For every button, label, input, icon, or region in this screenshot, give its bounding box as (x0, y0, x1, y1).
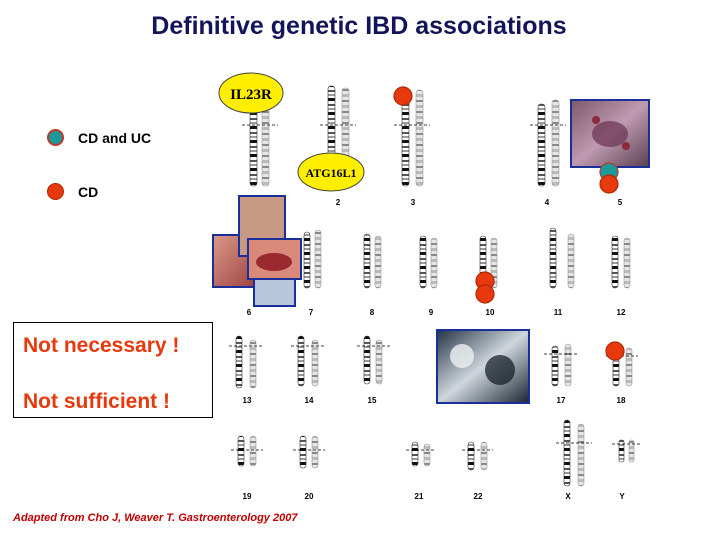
chromosome-3 (394, 89, 430, 187)
chromosome-22 (462, 441, 493, 471)
not-sufficient-text: Not sufficient ! (23, 390, 170, 413)
chromosome-4 (530, 99, 566, 187)
chromosome-label-13: 13 (243, 396, 252, 405)
chromosome-label-21: 21 (415, 492, 424, 501)
chromosome-1 (242, 87, 278, 187)
chromosome-7 (303, 229, 322, 289)
chromosome-label-3: 3 (411, 198, 416, 207)
skin-lesion-photo-stack (212, 195, 302, 307)
endoscopy-photo (436, 329, 530, 404)
atg16l1-label: ATG16L1 (305, 166, 356, 180)
chromosome-label-8: 8 (370, 308, 375, 317)
chromosome-label-5: 5 (618, 198, 623, 207)
chromosome-label-7: 7 (309, 308, 314, 317)
chromosome-label-11: 11 (554, 308, 563, 317)
slide-title: Definitive genetic IBD associations (151, 12, 567, 40)
statement-box: Not necessary ! Not sufficient ! (13, 322, 213, 418)
cd-legend-marker (47, 183, 64, 200)
chromosome-label-15: 15 (368, 396, 377, 405)
chromosome-label-17: 17 (557, 396, 566, 405)
chromosome-18-cd-marker (605, 341, 625, 361)
chromosome-label-14: 14 (305, 396, 314, 405)
chromosome-label-9: 9 (429, 308, 434, 317)
chromosome-10-cd-marker-lower (475, 284, 495, 304)
perianal-photo (570, 99, 650, 168)
chromosome-label-y: Y (619, 492, 625, 501)
chromosome-label-4: 4 (545, 198, 550, 207)
chromosome-13 (229, 335, 264, 389)
chromosome-17 (544, 343, 578, 387)
chromosome-12 (611, 235, 631, 289)
chromosome-x (556, 419, 592, 487)
cd-legend-label: CD (78, 184, 99, 200)
chromosome-label-22: 22 (474, 492, 483, 501)
chromosome-5-cd-marker (599, 174, 619, 194)
chromosome-15 (357, 335, 390, 385)
cd-uc-legend-marker (47, 129, 64, 146)
chromosome-9 (419, 235, 438, 289)
chromosome-label-10: 10 (486, 308, 495, 317)
chromosome-3-cd-marker (393, 86, 413, 106)
chromosome-label-x: X (565, 492, 571, 501)
chromosome-8 (363, 233, 382, 289)
chromosome-14 (291, 335, 326, 387)
chromosome-label-2: 2 (336, 198, 341, 207)
chromosome-20 (293, 435, 325, 469)
chromosome-y (612, 439, 640, 463)
chromosome-label-6: 6 (247, 308, 252, 317)
chromosome-21 (406, 441, 436, 467)
chromosome-label-20: 20 (305, 492, 314, 501)
chromosome-label-19: 19 (243, 492, 252, 501)
chromosome-label-18: 18 (617, 396, 626, 405)
chromosome-11 (549, 227, 575, 289)
il23r-callout: IL23R (218, 72, 284, 114)
cd-uc-legend-label: CD and UC (78, 130, 152, 146)
source-caption: Adapted from Cho J, Weaver T. Gastroente… (13, 512, 298, 524)
il23r-label: IL23R (230, 87, 272, 103)
chromosome-19 (231, 435, 263, 467)
not-necessary-text: Not necessary ! (23, 334, 180, 357)
chromosome-label-12: 12 (617, 308, 626, 317)
atg16l1-callout: ATG16L1 (297, 152, 365, 192)
